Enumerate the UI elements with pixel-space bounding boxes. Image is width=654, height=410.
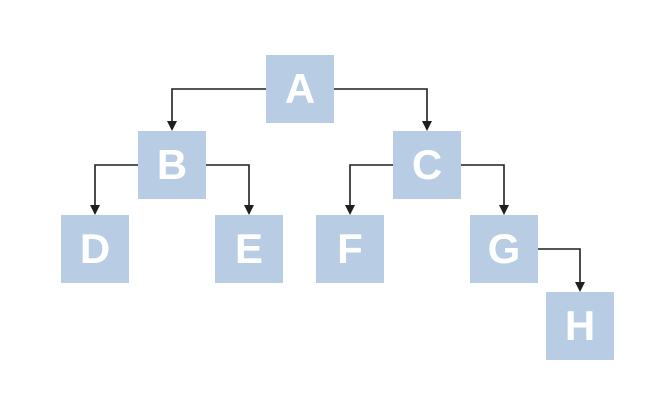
node-label-A: A — [284, 65, 316, 112]
arrowhead-B-D — [90, 205, 100, 215]
node-label-F: F — [337, 225, 363, 272]
arrowhead-B-E — [244, 205, 254, 215]
arrowhead-A-C — [422, 121, 432, 131]
arrowhead-G-H — [575, 282, 585, 292]
arrowhead-A-B — [167, 121, 177, 131]
node-D: D — [61, 215, 129, 283]
node-E: E — [215, 215, 283, 283]
arrowhead-C-G — [499, 205, 509, 215]
edge-C-G — [461, 164, 505, 207]
node-G: G — [470, 215, 538, 283]
node-label-G: G — [487, 225, 521, 272]
node-label-E: E — [234, 225, 263, 272]
edge-B-E — [206, 164, 250, 207]
node-H: H — [546, 292, 614, 360]
node-A: A — [266, 55, 334, 123]
edge-A-C — [334, 88, 428, 123]
node-label-D: D — [79, 225, 111, 272]
edge-C-F — [349, 164, 393, 207]
arrowhead-C-F — [345, 205, 355, 215]
node-label-C: C — [411, 141, 443, 188]
edge-A-B — [171, 88, 266, 123]
node-label-H: H — [564, 302, 596, 349]
node-B: B — [138, 131, 206, 199]
node-F: F — [316, 215, 384, 283]
node-label-B: B — [156, 141, 188, 188]
node-C: C — [393, 131, 461, 199]
edge-G-H — [538, 248, 581, 284]
edge-B-D — [94, 164, 138, 207]
